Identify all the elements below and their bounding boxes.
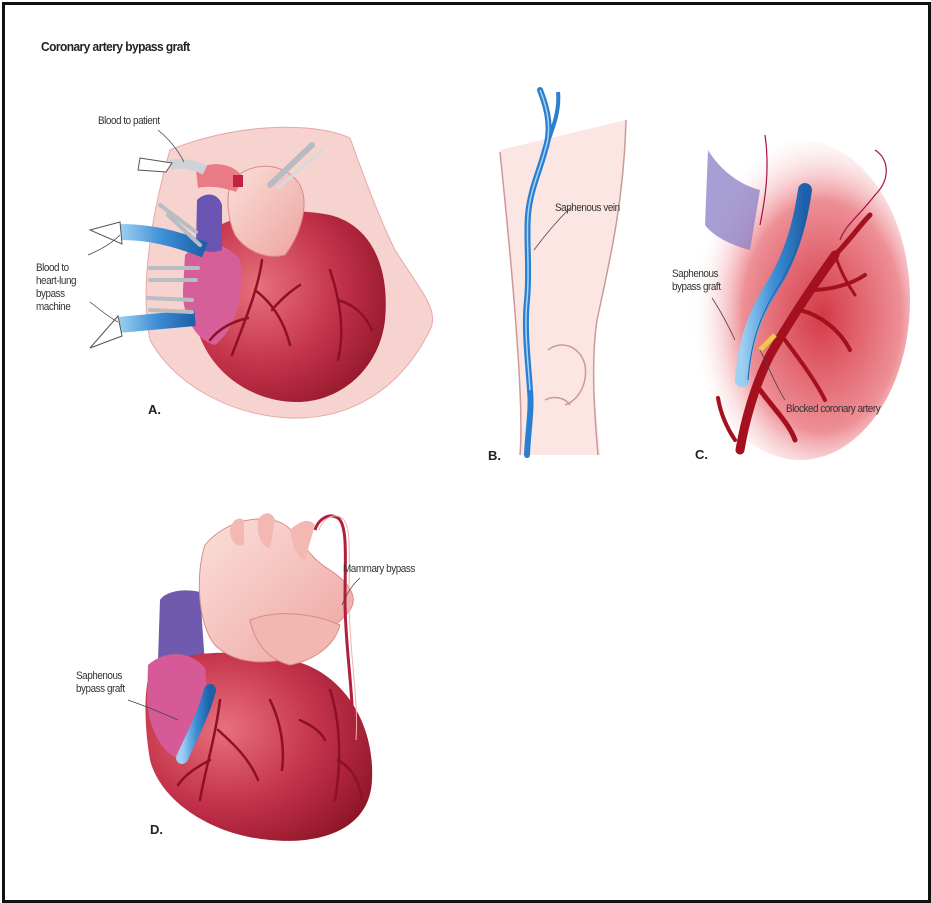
label-mammary-bypass: Mammary bypass <box>343 563 415 576</box>
label-blocked-artery: Blocked coronary artery <box>786 403 880 416</box>
panel-d-heart <box>128 513 372 841</box>
label-heart-lung-line1: Blood to <box>36 262 69 275</box>
label-heart-lung-line2: heart-lung <box>36 275 76 288</box>
panel-a-letter: A. <box>148 402 161 417</box>
label-saphenous-graft-c-line2: bypass graft <box>672 281 721 294</box>
venous-tube-lower <box>118 318 195 325</box>
label-saphenous-graft-d-line1: Saphenous <box>76 670 122 683</box>
label-saphenous-vein: Saphenous vein <box>555 202 620 215</box>
panel-b-leg <box>500 90 626 455</box>
panel-c-letter: C. <box>695 447 708 462</box>
panel-b-letter: B. <box>488 448 501 463</box>
label-saphenous-graft-c-line1: Saphenous <box>672 268 718 281</box>
label-blood-to-patient: Blood to patient <box>98 115 160 128</box>
label-heart-lung-line4: machine <box>36 301 70 314</box>
panel-a-heart-surgery <box>88 127 433 418</box>
leg-outline <box>500 120 626 455</box>
label-heart-lung-line3: bypass <box>36 288 65 301</box>
label-saphenous-graft-d-line2: bypass graft <box>76 683 125 696</box>
panel-d-letter: D. <box>150 822 163 837</box>
